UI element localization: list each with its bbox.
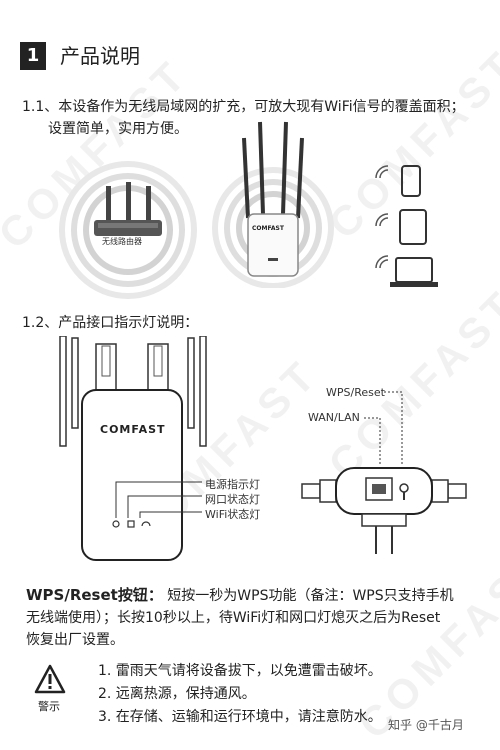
warning-item: 3. 在存储、运输和运行环境中，请注意防水。 [98, 709, 382, 725]
extender-front-view [59, 336, 207, 561]
wps-line-1: 短按一秒为WPS功能（备注：WPS只支持手机 [167, 588, 454, 604]
port-label-wan-lan: WAN/LAN [308, 411, 360, 424]
source-credit: 知乎 @千古月 [388, 718, 464, 732]
intro-paragraph: 1.1、本设备作为无线局域网的扩充，可放大现有WiFi信号的覆盖面积； 设置简单… [22, 96, 492, 140]
indicator-label-wifi: WiFi状态灯 [205, 508, 261, 521]
wps-line-3: 恢复出厂设置。 [26, 632, 124, 648]
intro-line-1: 1.1、本设备作为无线局域网的扩充，可放大现有WiFi信号的覆盖面积； [22, 99, 465, 115]
router-illustration [59, 161, 197, 299]
warning-item: 1. 雷雨天气请将设备拔下，以免遭雷击破坏。 [98, 663, 382, 679]
warning-icon [34, 664, 66, 694]
extender-bottom-view [301, 391, 467, 554]
indicator-label-lan: 网口状态灯 [205, 493, 260, 506]
client-devices [375, 165, 438, 287]
indicator-label-power: 电源指示灯 [205, 478, 260, 491]
wps-description: WPS/Reset按钮： 短按一秒为WPS功能（备注：WPS只支持手机 无线端使… [26, 584, 486, 651]
warning-label: 警示 [38, 700, 60, 713]
section-1-2-heading: 1.2、产品接口指示灯说明： [22, 315, 199, 331]
indicator-leader-lines [115, 481, 202, 518]
section-number: 1 [20, 42, 46, 70]
warning-item: 2. 远离热源，保持通风。 [98, 686, 256, 702]
warning-list: 1. 雷雨天气请将设备拔下，以免遭雷击破坏。 2. 远离热源，保持通风。 3. … [98, 660, 382, 729]
router-label: 无线路由器 [102, 237, 142, 246]
extender-brand: COMFAST [100, 423, 166, 436]
extender-brand-small: COMFAST [252, 225, 284, 232]
wps-line-2: 无线端使用）；长按10秒以上，待WiFi灯和网口灯熄灭之后为Reset [26, 610, 441, 626]
port-label-wps-reset: WPS/Reset [326, 386, 385, 399]
wps-title: WPS/Reset按钮： [26, 586, 163, 604]
intro-line-2: 设置简单，实用方便。 [48, 121, 188, 137]
extender-illustration [212, 121, 334, 288]
section-title: 产品说明 [60, 44, 140, 68]
